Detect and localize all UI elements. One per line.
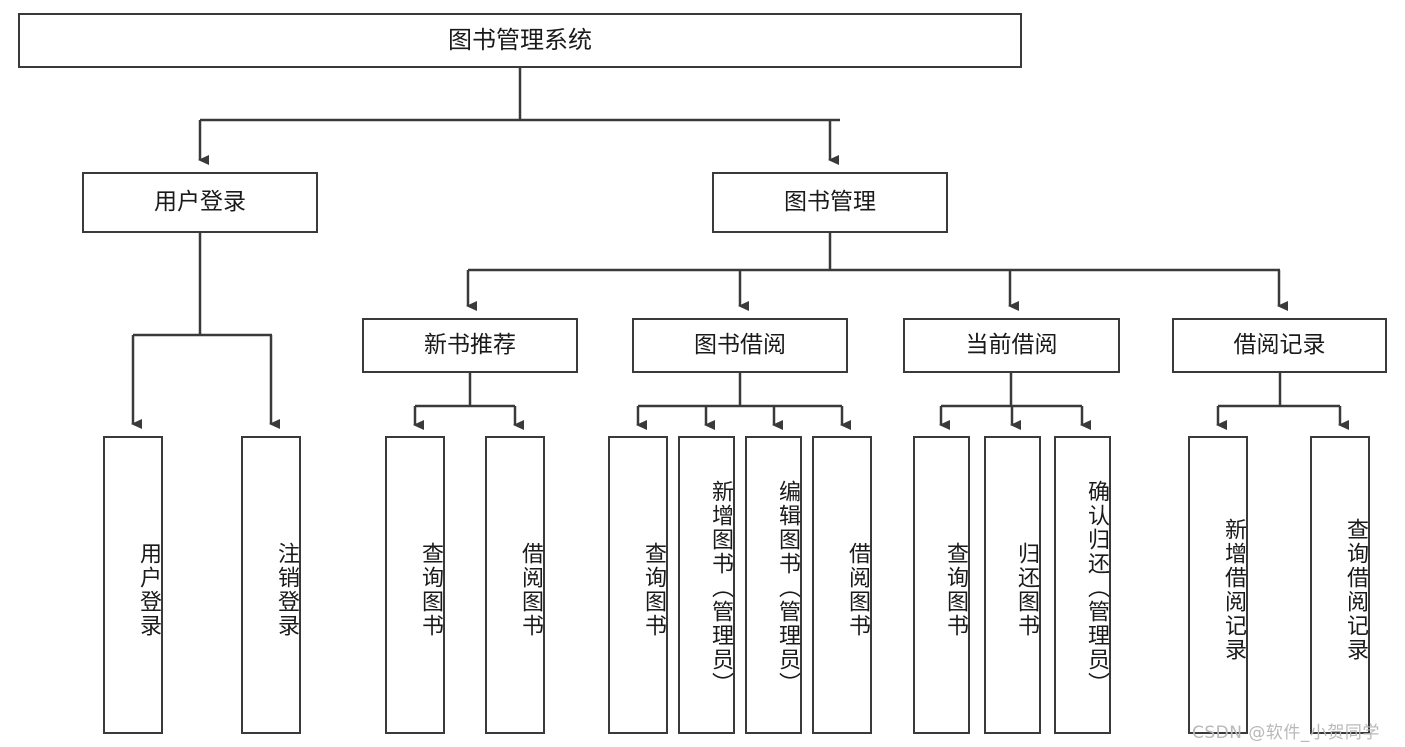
node-leaf-logout[interactable]: 注销登录 <box>241 436 301 734</box>
node-leaf-query-book-3[interactable]: 查询图书 <box>913 436 970 734</box>
node-book-borrow[interactable]: 图书借阅 <box>632 318 848 373</box>
node-leaf-confirm-return[interactable]: 确认归还（管理员） <box>1054 436 1111 734</box>
node-leaf-borrow-book-1[interactable]: 借阅图书 <box>485 436 545 734</box>
node-new-book-recommend-label: 新书推荐 <box>424 332 516 359</box>
node-leaf-borrow-book-1-label: 借阅图书 <box>518 542 543 638</box>
node-current-borrow[interactable]: 当前借阅 <box>903 318 1120 373</box>
node-leaf-return-book[interactable]: 归还图书 <box>984 436 1041 734</box>
node-book-manage[interactable]: 图书管理 <box>712 172 948 233</box>
node-leaf-query-book-1[interactable]: 查询图书 <box>385 436 445 734</box>
node-leaf-user-login-label: 用户登录 <box>136 542 161 638</box>
node-leaf-query-record[interactable]: 查询借阅记录 <box>1310 436 1370 734</box>
node-leaf-add-book-label: 新增图书（管理员） <box>708 480 733 696</box>
node-leaf-edit-book-label: 编辑图书（管理员） <box>775 480 800 696</box>
node-leaf-query-record-label: 查询借阅记录 <box>1343 518 1368 662</box>
node-leaf-add-record-label: 新增借阅记录 <box>1221 518 1246 662</box>
node-leaf-add-book[interactable]: 新增图书（管理员） <box>678 436 735 734</box>
node-root[interactable]: 图书管理系统 <box>18 13 1022 68</box>
node-leaf-edit-book[interactable]: 编辑图书（管理员） <box>745 436 802 734</box>
node-book-manage-label: 图书管理 <box>784 189 876 216</box>
watermark: CSDN @软件_小贺同学 <box>1192 723 1380 743</box>
node-leaf-logout-label: 注销登录 <box>274 542 299 638</box>
node-leaf-query-book-2-label: 查询图书 <box>641 542 666 638</box>
node-borrow-record-label: 借阅记录 <box>1233 332 1326 359</box>
node-leaf-query-book-3-label: 查询图书 <box>943 542 968 638</box>
node-new-book-recommend[interactable]: 新书推荐 <box>362 318 578 373</box>
node-leaf-query-book-1-label: 查询图书 <box>418 542 443 638</box>
node-leaf-return-book-label: 归还图书 <box>1014 542 1039 638</box>
node-borrow-record[interactable]: 借阅记录 <box>1172 318 1387 373</box>
node-leaf-query-book-2[interactable]: 查询图书 <box>608 436 668 734</box>
node-user-login-label: 用户登录 <box>154 189 246 216</box>
node-user-login[interactable]: 用户登录 <box>82 172 318 233</box>
node-leaf-borrow-book-2-label: 借阅图书 <box>845 542 870 638</box>
node-root-label: 图书管理系统 <box>448 25 592 54</box>
node-leaf-confirm-return-label: 确认归还（管理员） <box>1084 480 1109 696</box>
node-book-borrow-label: 图书借阅 <box>694 332 786 359</box>
node-current-borrow-label: 当前借阅 <box>965 332 1058 359</box>
node-leaf-add-record[interactable]: 新增借阅记录 <box>1188 436 1248 734</box>
node-leaf-user-login[interactable]: 用户登录 <box>103 436 163 734</box>
node-leaf-borrow-book-2[interactable]: 借阅图书 <box>812 436 872 734</box>
